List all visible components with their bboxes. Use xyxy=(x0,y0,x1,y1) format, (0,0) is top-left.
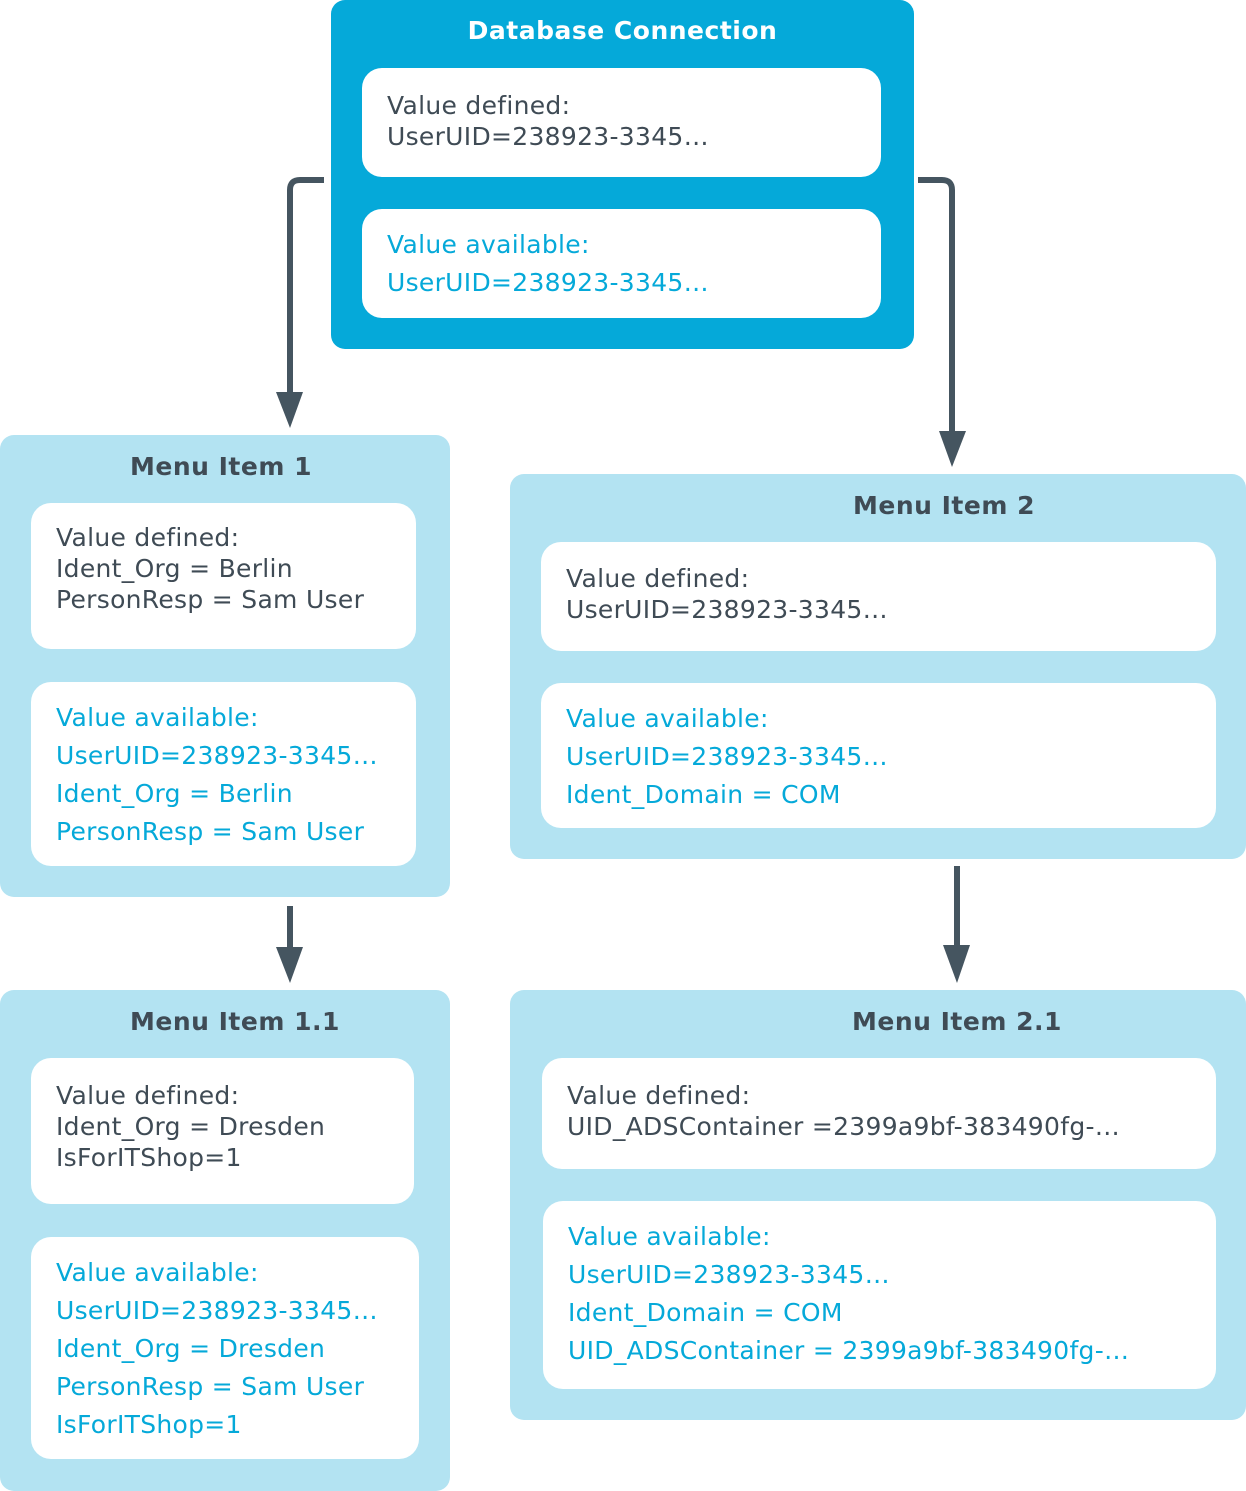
value-line: UserUID=238923-3345… xyxy=(568,1260,890,1289)
value-available-label: Value available: xyxy=(56,703,259,732)
node-title: Menu Item 2.1 xyxy=(852,1007,1062,1036)
value-line: Ident_Org = Berlin xyxy=(56,554,293,583)
node-menu-item-2-1: Menu Item 2.1 Value defined: UID_ADSCont… xyxy=(510,990,1246,1420)
value-line: Ident_Org = Dresden xyxy=(56,1112,326,1141)
node-menu-item-1-1: Menu Item 1.1 Value defined: Ident_Org =… xyxy=(0,990,450,1491)
value-available-card: Value available: UserUID=238923-3345… Id… xyxy=(541,683,1216,828)
value-line: UserUID=238923-3345… xyxy=(387,268,709,297)
value-line: PersonResp = Sam User xyxy=(56,585,365,614)
value-line: PersonResp = Sam User xyxy=(56,1372,365,1401)
value-available-label: Value available: xyxy=(387,230,590,259)
value-line: UserUID=238923-3345… xyxy=(56,741,378,770)
node-menu-item-1: Menu Item 1 Value defined: Ident_Org = B… xyxy=(0,435,450,897)
arrowhead-menu-item-1-1 xyxy=(276,947,303,983)
value-line: IsForITShop=1 xyxy=(56,1410,242,1439)
node-title: Menu Item 1 xyxy=(130,452,312,481)
value-available-label: Value available: xyxy=(56,1258,259,1287)
node-title: Menu Item 2 xyxy=(853,491,1035,520)
value-line: UID_ADSContainer = 2399a9bf-383490fg-… xyxy=(568,1336,1130,1365)
value-available-label: Value available: xyxy=(566,704,769,733)
value-available-card: Value available: UserUID=238923-3345… Id… xyxy=(31,682,416,866)
value-line: Ident_Domain = COM xyxy=(568,1298,843,1327)
node-menu-item-2: Menu Item 2 Value defined: UserUID=23892… xyxy=(510,474,1246,859)
value-available-label: Value available: xyxy=(568,1222,771,1251)
value-defined-card: Value defined: UID_ADSContainer =2399a9b… xyxy=(542,1058,1216,1169)
value-line: UserUID=238923-3345… xyxy=(566,595,888,624)
value-line: UID_ADSContainer =2399a9bf-383490fg-… xyxy=(567,1112,1121,1141)
value-defined-card: Value defined: UserUID=238923-3345… xyxy=(362,68,881,177)
value-line: UserUID=238923-3345… xyxy=(566,742,888,771)
value-available-card: Value available: UserUID=238923-3345… Id… xyxy=(31,1237,419,1459)
arrowhead-menu-item-1 xyxy=(276,392,303,428)
value-line: Ident_Domain = COM xyxy=(566,780,841,809)
value-defined-card: Value defined: Ident_Org = Berlin Person… xyxy=(31,503,416,649)
node-database-connection: Database Connection Value defined: UserU… xyxy=(331,0,914,349)
value-line: PersonResp = Sam User xyxy=(56,817,365,846)
value-available-card: Value available: UserUID=238923-3345… xyxy=(362,209,881,318)
value-line: IsForITShop=1 xyxy=(56,1143,242,1172)
node-title: Menu Item 1.1 xyxy=(130,1007,340,1036)
value-line: UserUID=238923-3345… xyxy=(387,122,709,151)
value-line: UserUID=238923-3345… xyxy=(56,1296,378,1325)
arrowhead-menu-item-2 xyxy=(939,431,966,467)
value-defined-label: Value defined: xyxy=(56,523,240,552)
value-defined-card: Value defined: UserUID=238923-3345… xyxy=(541,542,1216,651)
value-defined-label: Value defined: xyxy=(567,1081,751,1110)
arrowhead-menu-item-2-1 xyxy=(943,945,970,983)
connector-root-to-menu-item-1 xyxy=(287,177,324,412)
value-available-card: Value available: UserUID=238923-3345… Id… xyxy=(543,1201,1216,1389)
value-line: Ident_Org = Dresden xyxy=(56,1334,326,1363)
value-defined-label: Value defined: xyxy=(566,564,750,593)
value-defined-card: Value defined: Ident_Org = Dresden IsFor… xyxy=(31,1058,414,1204)
node-title: Database Connection xyxy=(467,16,778,45)
value-line: Ident_Org = Berlin xyxy=(56,779,293,808)
value-defined-label: Value defined: xyxy=(56,1081,240,1110)
value-defined-label: Value defined: xyxy=(387,91,571,120)
connector-root-to-menu-item-2 xyxy=(918,177,955,450)
